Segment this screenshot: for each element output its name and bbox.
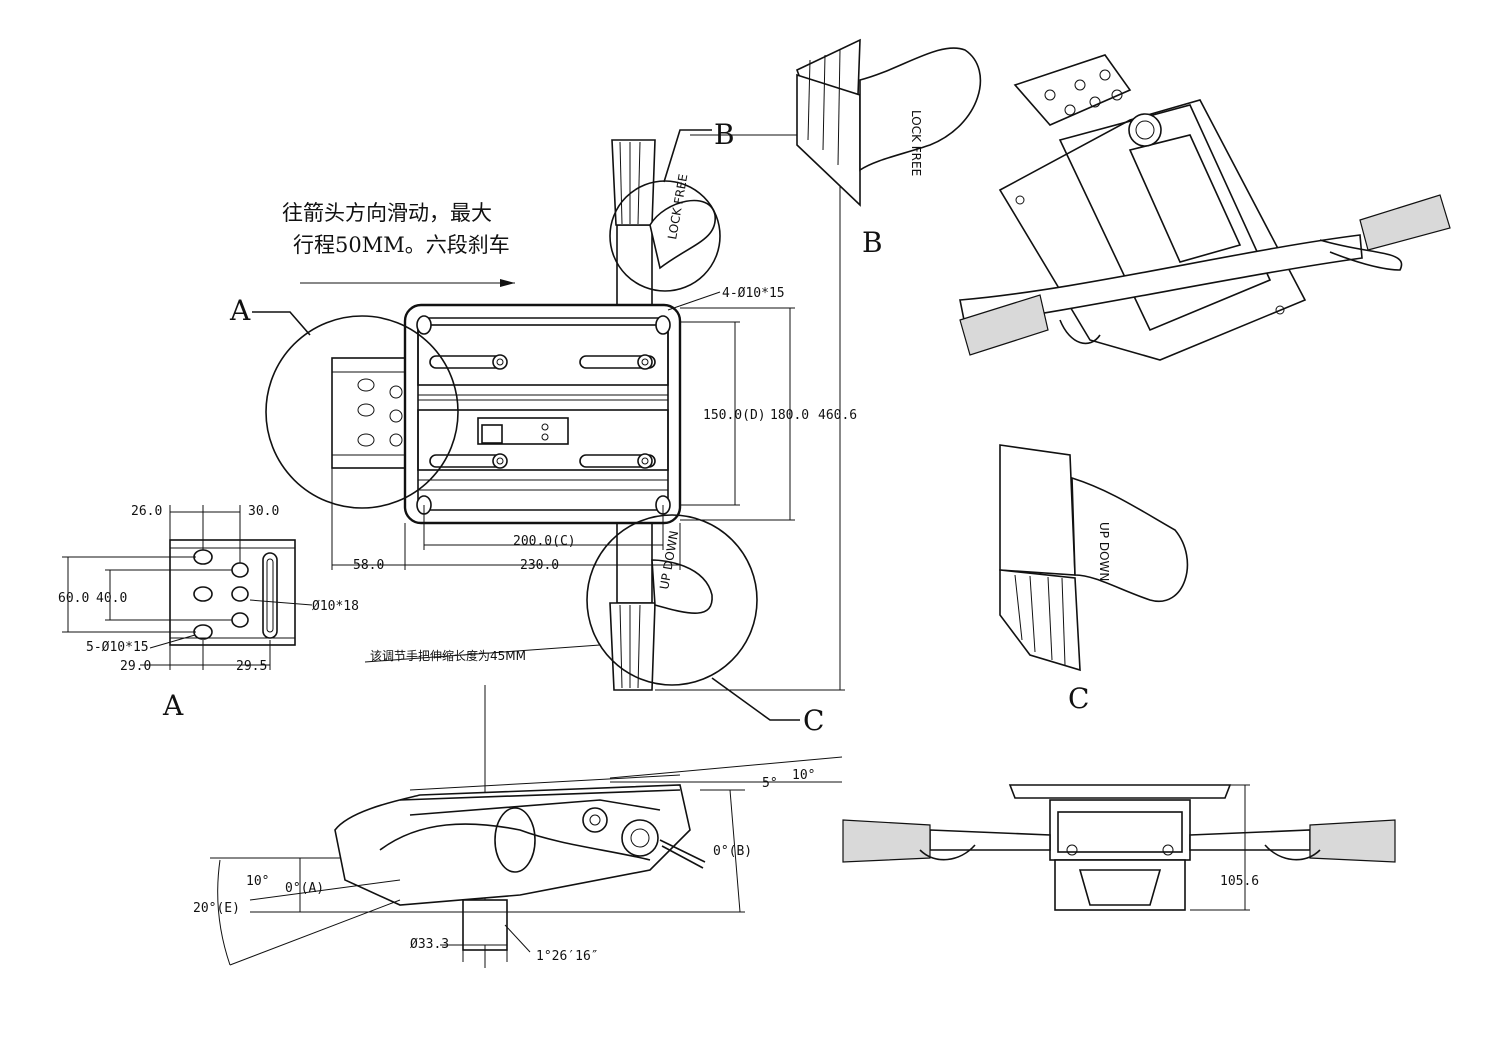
label-a-detail: A [162,689,184,722]
slide-note-line1: 往箭头方向滑动，最大 [282,201,492,225]
dim-20deg-e: 20°(E) [193,901,240,916]
front-knob-left [842,819,931,863]
label-a-callout: A [229,294,251,327]
back-bracket [331,357,406,469]
dim-holes: 4-Ø10*15 [722,286,785,301]
dim-105-6: 105.6 [1220,874,1259,889]
dim-holes-a: 5-Ø10*15 [86,640,149,655]
detail-circle-a [265,315,459,509]
detail-a-plate [169,539,296,646]
dim-200: 200.0(C) [513,534,576,549]
dim-460: 460.6 [818,408,857,423]
detail-b-handle-mark: LOCK FREE [909,110,923,176]
iso-back-plate [1013,54,1132,126]
dim-angle: 1°26′16″ [536,949,599,964]
dim-60: 60.0 [58,591,89,606]
iso-handle-knob-right [1359,194,1451,251]
top-plan-view: LOCK FREE UP DOWN [229,118,883,737]
handle-c: UP DOWN [586,514,800,721]
handle-b: LOCK FREE [609,129,721,306]
tension-knob-icon [621,819,659,857]
dim-5deg: 5° [762,776,778,791]
detail-c-view: UP DOWN C [999,444,1189,715]
corner-hole-icon [655,315,671,335]
dim-150: 150.0(D) [703,408,766,423]
dim-10deg-left: 10° [246,874,269,889]
label-c-callout: C [803,704,824,737]
latch-bracket [477,417,569,445]
slide-note-line2: 行程50MM。六段刹车 [293,233,510,257]
label-b-detail: B [862,226,883,259]
dim-dia33: Ø33.3 [410,937,449,952]
gas-lift-tube [462,899,508,951]
dim-29: 29.0 [120,659,151,674]
dim-40: 40.0 [96,591,127,606]
iso-handle-shaft [959,234,1363,326]
dim-30: 30.0 [248,504,279,519]
isometric-view [959,54,1451,361]
dim-58: 58.0 [353,558,384,573]
corner-hole-icon [416,315,432,335]
front-knob-right [1309,819,1396,863]
dim-26: 26.0 [131,504,162,519]
dim-0deg-a: 0°(A) [285,881,324,896]
upper-channel [417,324,669,386]
dim-10deg-top: 10° [792,768,815,783]
dim-slot: Ø10*18 [312,599,359,614]
front-body [1049,799,1191,861]
front-shaft-right [1189,829,1311,851]
front-top-plate [1008,784,1232,799]
iso-handle-knob-left [959,294,1049,356]
dim-180: 180.0 [770,408,809,423]
dim-0deg-b: 0°(B) [713,844,752,859]
dim-29-5: 29.5 [236,659,267,674]
label-c-detail: C [1068,682,1089,715]
label-b-callout: B [714,118,735,151]
detail-c-handle-mark: UP DOWN [1097,522,1111,581]
side-view: 5° 10° 0°(B) 10° 0°(A) 20°(E) Ø33.3 1°26… [193,685,843,968]
lower-channel [417,409,669,471]
dim-230: 230.0 [520,558,559,573]
detail-circle-c [586,514,758,686]
detail-a-view: 26.0 30.0 60.0 40.0 Ø10*18 5-Ø10*15 29.0… [58,504,359,722]
detail-b-view: LOCK FREE [795,38,982,207]
front-view: 105.6 [842,784,1396,911]
front-shaft-left [929,829,1051,851]
